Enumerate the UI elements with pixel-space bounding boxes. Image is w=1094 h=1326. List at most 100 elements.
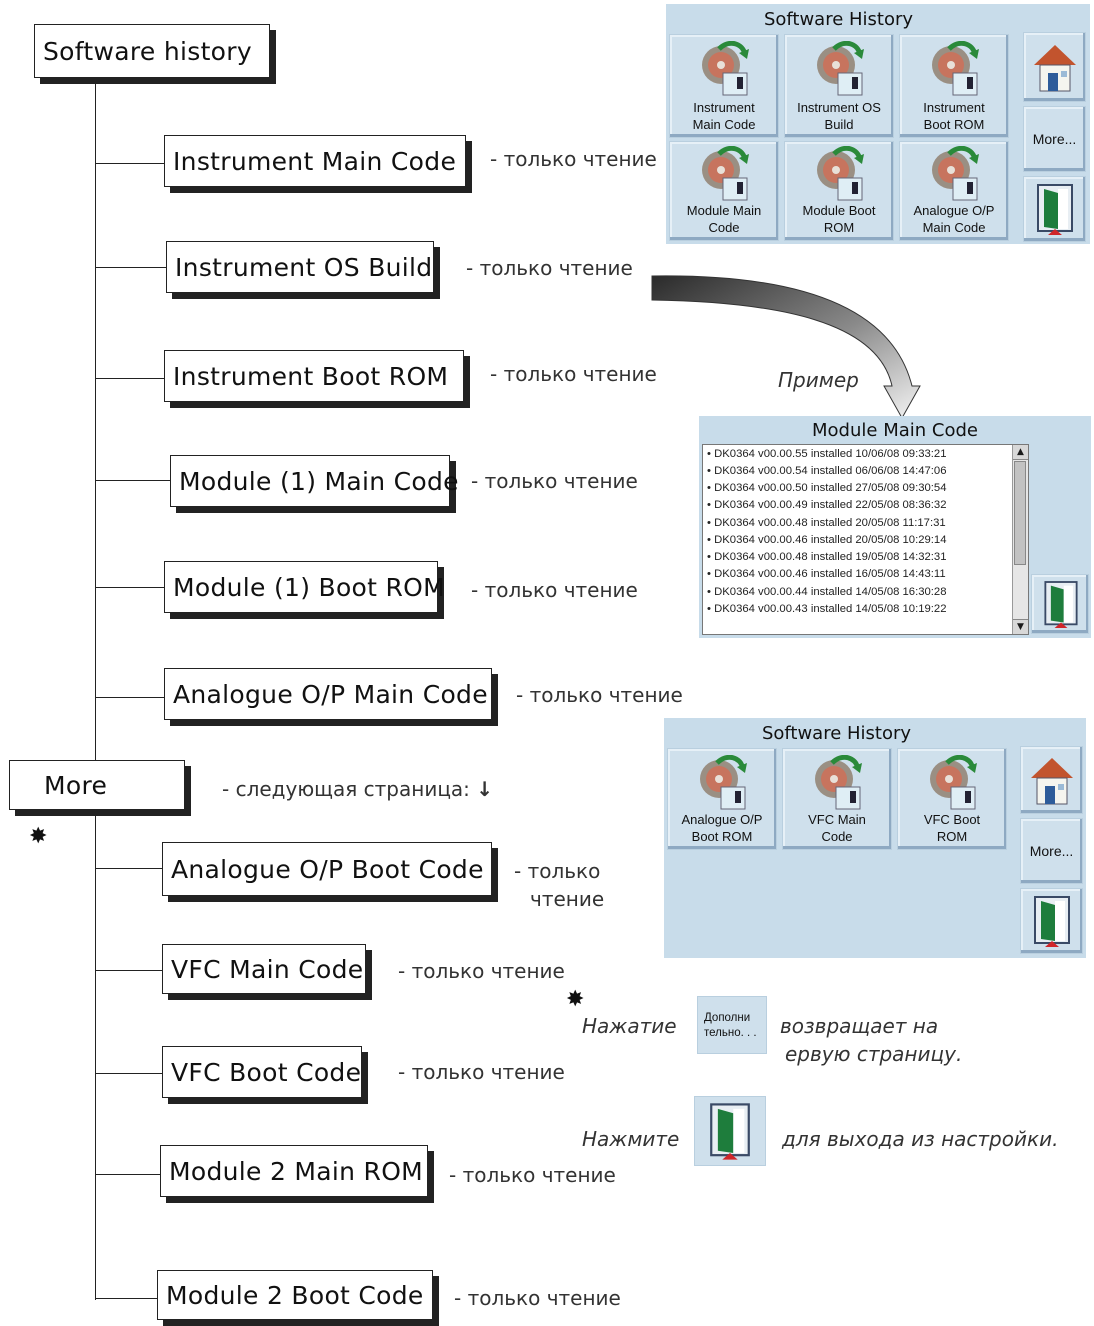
cd-book-icon (932, 41, 979, 96)
branch-11 (95, 1298, 157, 1299)
scrollbar[interactable]: ▲ ▼ (1012, 445, 1028, 634)
scroll-down-icon[interactable]: ▼ (1013, 619, 1028, 634)
press-label: Нажатие (582, 1014, 677, 1038)
cd-book-icon (702, 146, 749, 201)
more-button-label: More... (1032, 131, 1077, 147)
branch-9 (95, 1073, 163, 1074)
cd-book-icon (815, 755, 862, 810)
panel-2-home-button[interactable] (1020, 746, 1083, 814)
list-item: • DK0364 v00.00.54 installed 06/06/08 14… (707, 465, 947, 477)
more-button-sample: Дополни тельно. . . (697, 996, 767, 1054)
branch-2 (95, 267, 167, 268)
item-instrument-main-code[interactable]: Instrument Main Code (164, 135, 466, 187)
readonly-note-6: - только чтение (516, 683, 683, 707)
panel-1-exit-button[interactable] (1023, 176, 1086, 242)
item-module-2-boot-code[interactable]: Module 2 Boot Code (157, 1270, 433, 1320)
item-module-1-main-code[interactable]: Module (1) Main Code (170, 455, 459, 507)
readonly-line-2: чтение (530, 887, 605, 911)
readonly-note-11: - только чтение (454, 1286, 621, 1310)
item-module-1-boot-rom[interactable]: Module (1) Boot ROM (164, 561, 445, 613)
readonly-note-4: - только чтение (471, 469, 638, 493)
item-vfc-main-code[interactable]: VFC Main Code (162, 944, 366, 994)
list-item: • DK0364 v00.00.48 installed 19/05/08 14… (707, 551, 947, 563)
item-instrument-boot-rom[interactable]: Instrument Boot ROM (164, 350, 464, 402)
exit-door-icon (1044, 581, 1078, 628)
list-item: • DK0364 v00.00.50 installed 27/05/08 09… (707, 482, 947, 494)
home-icon (1034, 45, 1076, 92)
press-exit-label: Нажмите (582, 1127, 680, 1151)
scroll-up-icon[interactable]: ▲ (1013, 445, 1028, 460)
more-next-page-note: - следующая страница: ↓ (222, 777, 493, 801)
list-item: • DK0364 v00.00.48 installed 20/05/08 11… (707, 517, 946, 529)
exit-door-icon (1037, 184, 1073, 235)
item-module-2-main-rom[interactable]: Module 2 Main ROM (160, 1145, 428, 1197)
example-label: Пример (778, 368, 859, 392)
list-item: • DK0364 v00.00.55 installed 10/06/08 09… (707, 448, 947, 460)
readonly-line-1: - только (514, 859, 601, 883)
readonly-note-9: - только чтение (398, 1060, 565, 1084)
branch-3 (95, 378, 165, 379)
scroll-thumb[interactable] (1014, 461, 1026, 565)
cd-book-icon (817, 41, 864, 96)
install-history-list[interactable]: • DK0364 v00.00.55 installed 10/06/08 09… (702, 444, 1029, 635)
list-item: • DK0364 v00.00.44 installed 14/05/08 16… (707, 586, 947, 598)
readonly-note-7: - только чтение (514, 857, 604, 913)
readonly-note-3: - только чтение (490, 362, 657, 386)
module-main-code-title: Module Main Code (812, 420, 978, 441)
item-vfc-boot-code[interactable]: VFC Boot Code (162, 1046, 362, 1098)
list-item: • DK0364 v00.00.49 installed 22/05/08 08… (707, 499, 947, 511)
panel-1-more-button[interactable]: More... (1023, 106, 1086, 172)
cd-book-icon (932, 146, 979, 201)
item-analogue-op-boot-code[interactable]: Analogue O/P Boot Code (162, 842, 492, 896)
readonly-note-5: - только чтение (471, 578, 638, 602)
item-analogue-op-main-code[interactable]: Analogue O/P Main Code (164, 668, 492, 720)
exit-text: для выхода из настройки. (782, 1127, 1059, 1151)
item-instrument-os-build[interactable]: Instrument OS Build (166, 241, 434, 293)
readonly-note-1: - только чтение (490, 147, 657, 171)
returns-text-1: возвращает на (780, 1014, 939, 1038)
panel-2-title: Software History (761, 723, 912, 744)
home-icon (1031, 758, 1073, 805)
cd-book-icon (930, 755, 977, 810)
branch-5 (95, 587, 165, 588)
cd-book-icon (702, 41, 749, 96)
more-node[interactable]: More (9, 760, 185, 810)
returns-text-2: ервую страницу. (785, 1042, 963, 1066)
branch-8 (95, 970, 163, 971)
panel-2-exit-button[interactable] (1020, 888, 1083, 954)
branch-10 (95, 1174, 160, 1175)
list-item: • DK0364 v00.00.43 installed 14/05/08 10… (707, 603, 947, 615)
branch-4 (95, 480, 170, 481)
branch-7 (95, 868, 163, 869)
cd-book-icon (700, 755, 747, 810)
more-next-page-text: - следующая страница: (222, 777, 470, 801)
exit-door-icon (1034, 896, 1070, 947)
asterisk-icon: ✸ (29, 824, 48, 849)
list-item: • DK0364 v00.00.46 installed 20/05/08 10… (707, 534, 947, 546)
more-button-label: More... (1029, 843, 1074, 859)
asterisk-icon-footnote: ✸ (566, 987, 585, 1012)
panel-2-more-button[interactable]: More... (1020, 818, 1083, 884)
tree-trunk (95, 80, 96, 1300)
list-item: • DK0364 v00.00.46 installed 16/05/08 14… (707, 568, 946, 580)
panel-1-home-button[interactable] (1023, 32, 1086, 102)
down-arrow-icon: ↓ (476, 777, 494, 801)
example-exit-button[interactable] (1031, 574, 1089, 634)
